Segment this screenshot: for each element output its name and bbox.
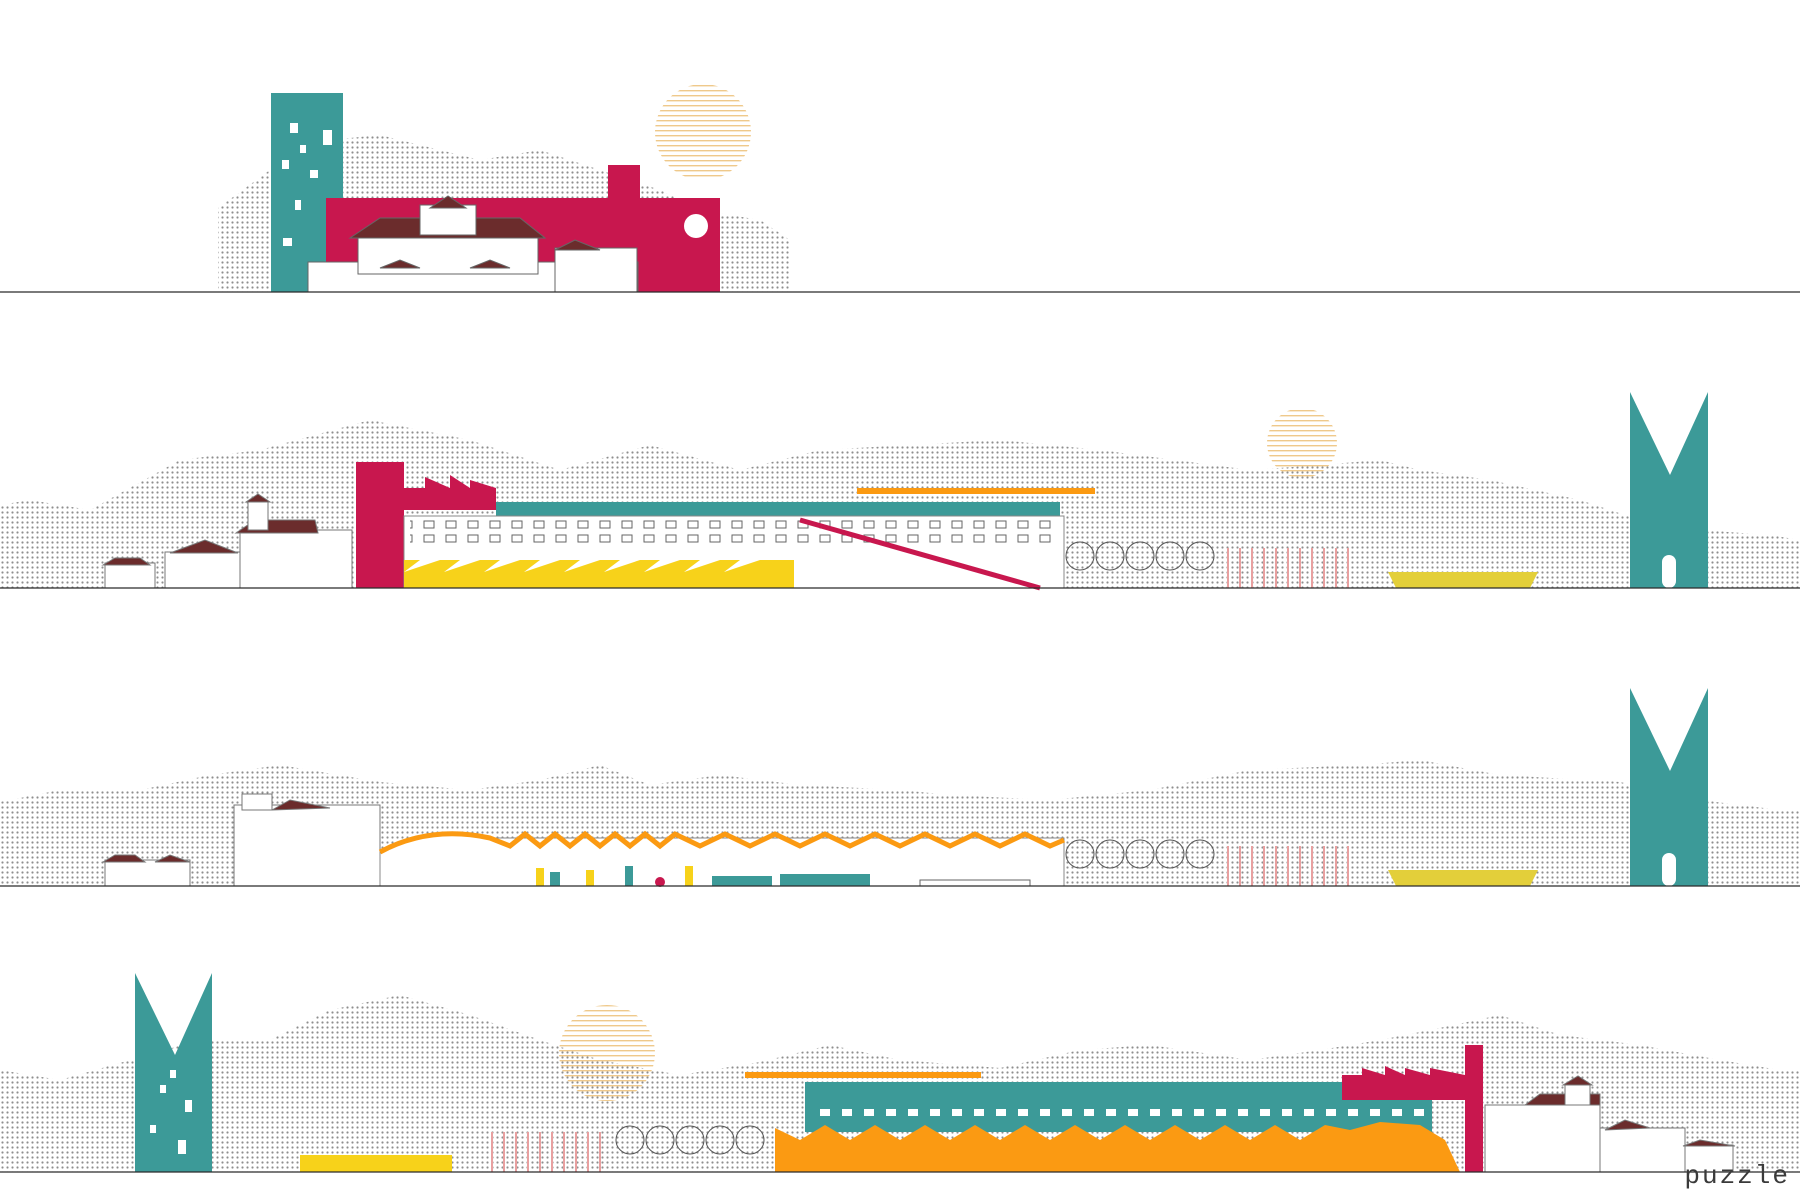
crimson-tower [1465, 1045, 1483, 1172]
crimson-tower [356, 462, 404, 588]
elevation-4 [0, 973, 1800, 1173]
round-window [684, 214, 708, 238]
historic-building [307, 195, 639, 293]
historic-buildings [101, 793, 381, 887]
exhibits [536, 866, 1031, 887]
stair [799, 517, 1041, 591]
sun [559, 1005, 655, 1101]
sawtooth-yellow [404, 560, 794, 572]
trees [1065, 541, 1215, 571]
sawtooth-roof [404, 475, 496, 510]
brand-watermark: puzzle [1684, 1161, 1790, 1191]
elevation-3 [0, 688, 1800, 887]
elevation-2 [0, 392, 1800, 591]
orange-canopy [745, 1072, 981, 1078]
tower-door [1662, 853, 1676, 886]
sun [655, 84, 751, 180]
teal-v-tower [1630, 688, 1708, 886]
elevation-1 [0, 84, 1800, 293]
historic-buildings [1484, 1075, 1736, 1173]
yellow-pavilion [1388, 870, 1538, 886]
trees [615, 1125, 765, 1155]
tower-windows [150, 1070, 192, 1154]
orange-base [775, 1122, 1460, 1172]
trees [1065, 839, 1215, 869]
sun [1267, 408, 1337, 478]
orange-canopy [857, 488, 1095, 494]
yellow-base [404, 560, 794, 588]
window-row [810, 1104, 1430, 1118]
window-row [410, 520, 1060, 548]
fence [1227, 548, 1349, 588]
sawtooth-roof [1342, 1066, 1465, 1100]
fence [491, 1132, 601, 1172]
teal-band [496, 502, 1060, 516]
teal-v-tower [1630, 392, 1708, 588]
yellow-pavilion [300, 1155, 452, 1172]
fence [1227, 846, 1349, 886]
tower-door [1662, 555, 1676, 588]
historic-buildings [101, 493, 353, 589]
crimson-tower [608, 165, 640, 205]
yellow-pavilion [1388, 572, 1538, 588]
orange-roof-line [378, 830, 1065, 855]
